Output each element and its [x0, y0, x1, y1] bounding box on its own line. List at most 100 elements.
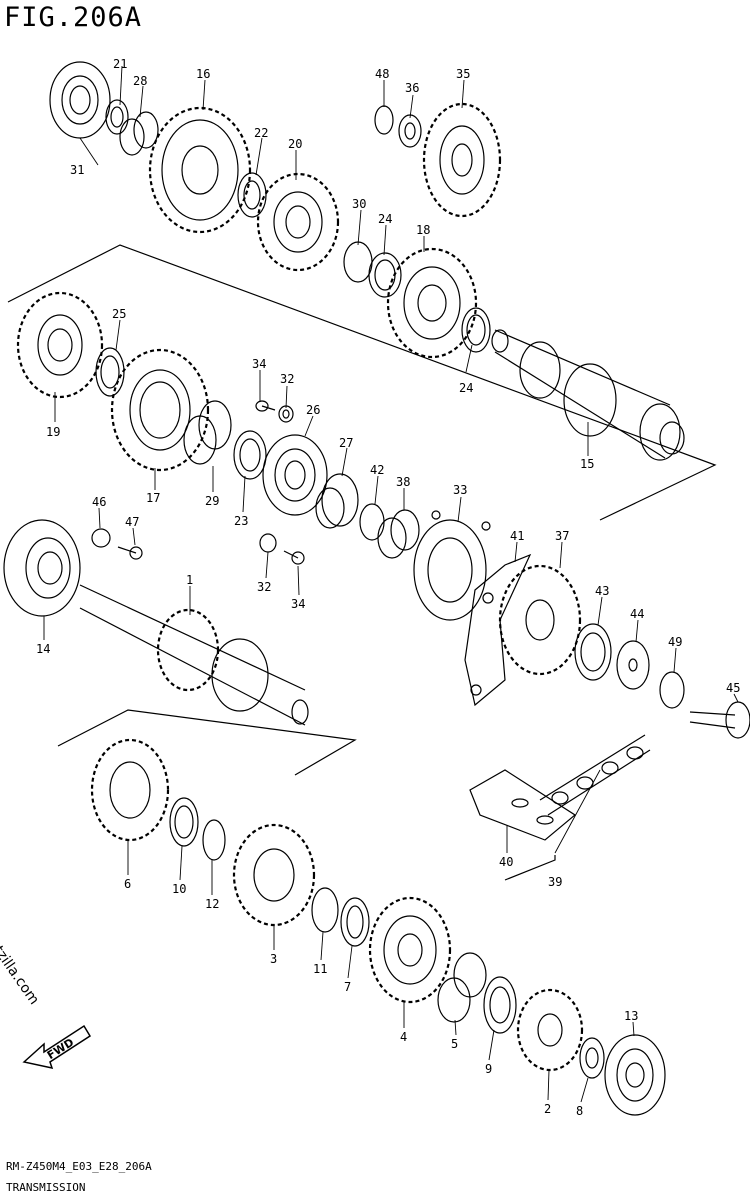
callout-21: 21	[113, 57, 127, 71]
callout-15: 15	[580, 457, 594, 471]
callout-22: 22	[254, 126, 268, 140]
callout-6: 6	[124, 877, 131, 891]
callout-4: 4	[400, 1030, 407, 1044]
circlip-48	[374, 105, 394, 135]
gear-3	[232, 823, 316, 927]
callout-36: 36	[405, 81, 419, 95]
callout-31: 31	[70, 163, 84, 177]
bolt-47	[117, 546, 143, 560]
callout-49: 49	[668, 635, 682, 649]
callout-35: 35	[456, 67, 470, 81]
callout-45: 45	[726, 681, 740, 695]
callout-24-mid: 24	[459, 381, 473, 395]
bearing-26	[262, 434, 328, 516]
spacer-38	[377, 509, 420, 559]
callout-37: 37	[555, 529, 569, 543]
callout-28: 28	[133, 74, 147, 88]
callout-47: 47	[125, 515, 139, 529]
gear-20	[256, 172, 340, 272]
bearing-31	[49, 61, 111, 139]
callout-40: 40	[499, 855, 513, 869]
gear-35	[422, 102, 502, 218]
fwd-label: FWD	[45, 1036, 76, 1062]
washer-36	[398, 114, 422, 148]
callout-29: 29	[205, 494, 219, 508]
chain-bracket-line	[504, 855, 556, 881]
callout-32-top: 32	[280, 372, 294, 386]
callout-8: 8	[576, 1104, 583, 1118]
engine-sprocket-37	[498, 564, 582, 676]
driveshaft-1	[79, 584, 309, 726]
callout-44: 44	[630, 607, 644, 621]
washer-44	[616, 640, 650, 690]
gear-16	[148, 106, 252, 234]
figure-title: FIG.206A	[4, 2, 143, 33]
washer-32-top	[278, 405, 294, 423]
oil-seal-retainer-33	[413, 510, 491, 621]
washer-10	[169, 797, 199, 847]
circlip-30	[343, 241, 373, 283]
callout-23: 23	[234, 514, 248, 528]
callout-leader-lines	[43, 65, 739, 1103]
callout-39: 39	[548, 875, 562, 889]
needle-bearing-5	[437, 952, 487, 1023]
callout-2: 2	[544, 1102, 551, 1116]
washer-9	[483, 976, 517, 1034]
callout-18: 18	[416, 223, 430, 237]
drive-chain-39	[539, 734, 651, 816]
bolt-34-top	[255, 400, 276, 412]
chain-joint-40	[469, 769, 577, 841]
figure-subtitle: TRANSMISSION	[6, 1181, 86, 1194]
figure-code: RM-Z450M4_E03_E28_206A	[6, 1160, 152, 1173]
gear-6	[90, 738, 170, 842]
circlip-12	[202, 819, 226, 861]
collar-27	[315, 473, 359, 529]
callout-24-top: 24	[378, 212, 392, 226]
callout-48: 48	[375, 67, 389, 81]
callout-41: 41	[510, 529, 524, 543]
callout-13: 13	[624, 1009, 638, 1023]
callout-34-top: 34	[252, 357, 266, 371]
washer-22	[237, 172, 267, 218]
lock-washer-49	[659, 671, 685, 709]
callout-38: 38	[396, 475, 410, 489]
washer-23	[233, 430, 267, 480]
bushing-28	[119, 111, 159, 156]
washer-21	[105, 99, 129, 135]
callout-27: 27	[339, 436, 353, 450]
callout-1: 1	[186, 573, 193, 587]
callout-25: 25	[112, 307, 126, 321]
callout-9: 9	[485, 1062, 492, 1076]
callout-labels: 21 28 16 31 22 20 48 36 35 30 24 18 24 2…	[36, 57, 740, 1118]
countershaft-group-frame	[7, 244, 717, 521]
callout-32-bottom: 32	[257, 580, 271, 594]
gear-2	[516, 988, 584, 1072]
bearing-14	[3, 519, 81, 617]
callout-43: 43	[595, 584, 609, 598]
callout-7: 7	[344, 980, 351, 994]
washer-24-mid	[461, 307, 491, 353]
callout-14: 14	[36, 642, 50, 656]
o-ring-42	[359, 503, 385, 541]
gear-18	[386, 247, 478, 359]
callout-5: 5	[451, 1037, 458, 1051]
callout-12: 12	[205, 897, 219, 911]
callout-3: 3	[270, 952, 277, 966]
callout-34-bottom: 34	[291, 597, 305, 611]
washer-25	[95, 347, 125, 397]
washer-46	[91, 528, 111, 548]
callout-16: 16	[196, 67, 210, 81]
washer-7	[340, 897, 370, 947]
callout-26: 26	[306, 403, 320, 417]
bolt-45	[689, 701, 750, 739]
washer-24-top	[368, 252, 402, 298]
bearing-13	[604, 1034, 666, 1116]
callout-20: 20	[288, 137, 302, 151]
callout-46: 46	[92, 495, 106, 509]
bolt-34-bottom	[283, 550, 305, 565]
driveshaft-group-frame	[57, 709, 357, 776]
callout-42: 42	[370, 463, 384, 477]
washer-43	[574, 623, 612, 681]
washer-32-bottom	[259, 533, 277, 553]
